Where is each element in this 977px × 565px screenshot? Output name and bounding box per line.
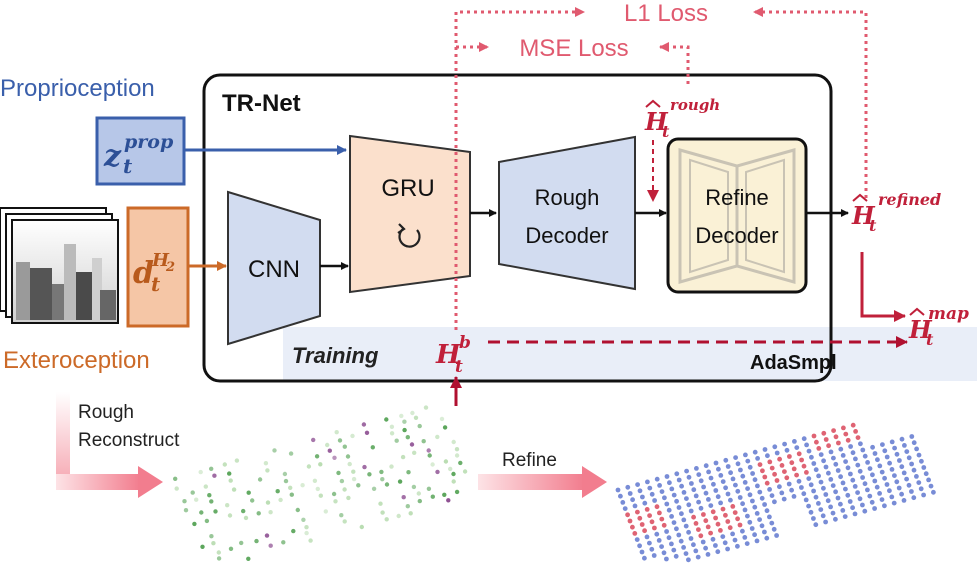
exteroception-label: Exteroception — [3, 347, 150, 374]
loss-dotted-lines — [454, 7, 868, 330]
d-h2-symbol: d t H 2 — [133, 250, 175, 296]
rough-decoder-block — [498, 135, 636, 291]
svg-text:map: map — [928, 304, 969, 324]
training-band — [283, 327, 977, 381]
prop-input-box — [95, 116, 186, 186]
adasmpl-label: AdaSmpl — [750, 352, 837, 374]
svg-text:prop: prop — [124, 131, 174, 153]
gru-label: GRU — [381, 175, 434, 202]
trnet-box — [202, 73, 833, 383]
svg-text:H: H — [151, 250, 170, 271]
recurrent-loop-icon — [397, 223, 421, 248]
svg-text:t: t — [455, 357, 463, 377]
refine-label: Refine — [502, 450, 557, 471]
h-b-symbol: H t b — [435, 333, 471, 377]
svg-text:rough: rough — [670, 96, 720, 114]
cnn-label: CNN — [248, 256, 300, 283]
gru-block — [349, 134, 471, 294]
refine-inner-shape — [678, 148, 796, 284]
rough-reconstruct-arrow — [56, 392, 163, 498]
svg-text:H: H — [644, 107, 669, 136]
proprioception-label: Proprioception — [0, 75, 155, 102]
svg-text:2: 2 — [165, 260, 175, 275]
svg-text:t: t — [926, 330, 934, 349]
svg-text:t: t — [151, 272, 161, 296]
svg-text:H: H — [851, 201, 876, 230]
svg-text:H: H — [435, 340, 462, 370]
refine-arrow — [478, 466, 607, 498]
refined-to-map-arrow — [860, 252, 906, 322]
svg-text:z: z — [103, 139, 122, 174]
svg-text:t: t — [662, 122, 670, 141]
h-map-symbol: H t map — [908, 304, 969, 349]
refined-point-cloud — [615, 422, 936, 563]
cnn-block — [227, 190, 321, 346]
rough-reconstruct-label-2: Reconstruct — [78, 430, 180, 451]
rough-decoder-label-1: Rough — [535, 185, 600, 210]
depth-image-stack — [0, 207, 119, 324]
mse-loss-label: MSE Loss — [519, 35, 628, 62]
h-rough-symbol: H t rough — [644, 96, 720, 141]
z-prop-symbol: z t prop — [103, 131, 174, 178]
svg-text:d: d — [133, 256, 154, 291]
rough-decoder-label-2: Decoder — [525, 223, 608, 248]
l1-loss-label: L1 Loss — [624, 0, 708, 27]
svg-text:b: b — [459, 333, 471, 353]
h-refined-symbol: H t refined — [851, 190, 941, 235]
svg-text:H: H — [908, 315, 933, 344]
svg-text:refined: refined — [878, 190, 941, 209]
trnet-title: TR-Net — [222, 90, 301, 117]
svg-text:t: t — [123, 154, 133, 178]
rough-point-cloud — [173, 405, 468, 561]
training-label: Training — [292, 343, 379, 368]
refine-decoder-label-1: Refine — [705, 185, 769, 210]
refine-decoder-label-2: Decoder — [695, 223, 778, 248]
svg-text:t: t — [869, 216, 877, 235]
rough-reconstruct-label-1: Rough — [78, 402, 134, 423]
